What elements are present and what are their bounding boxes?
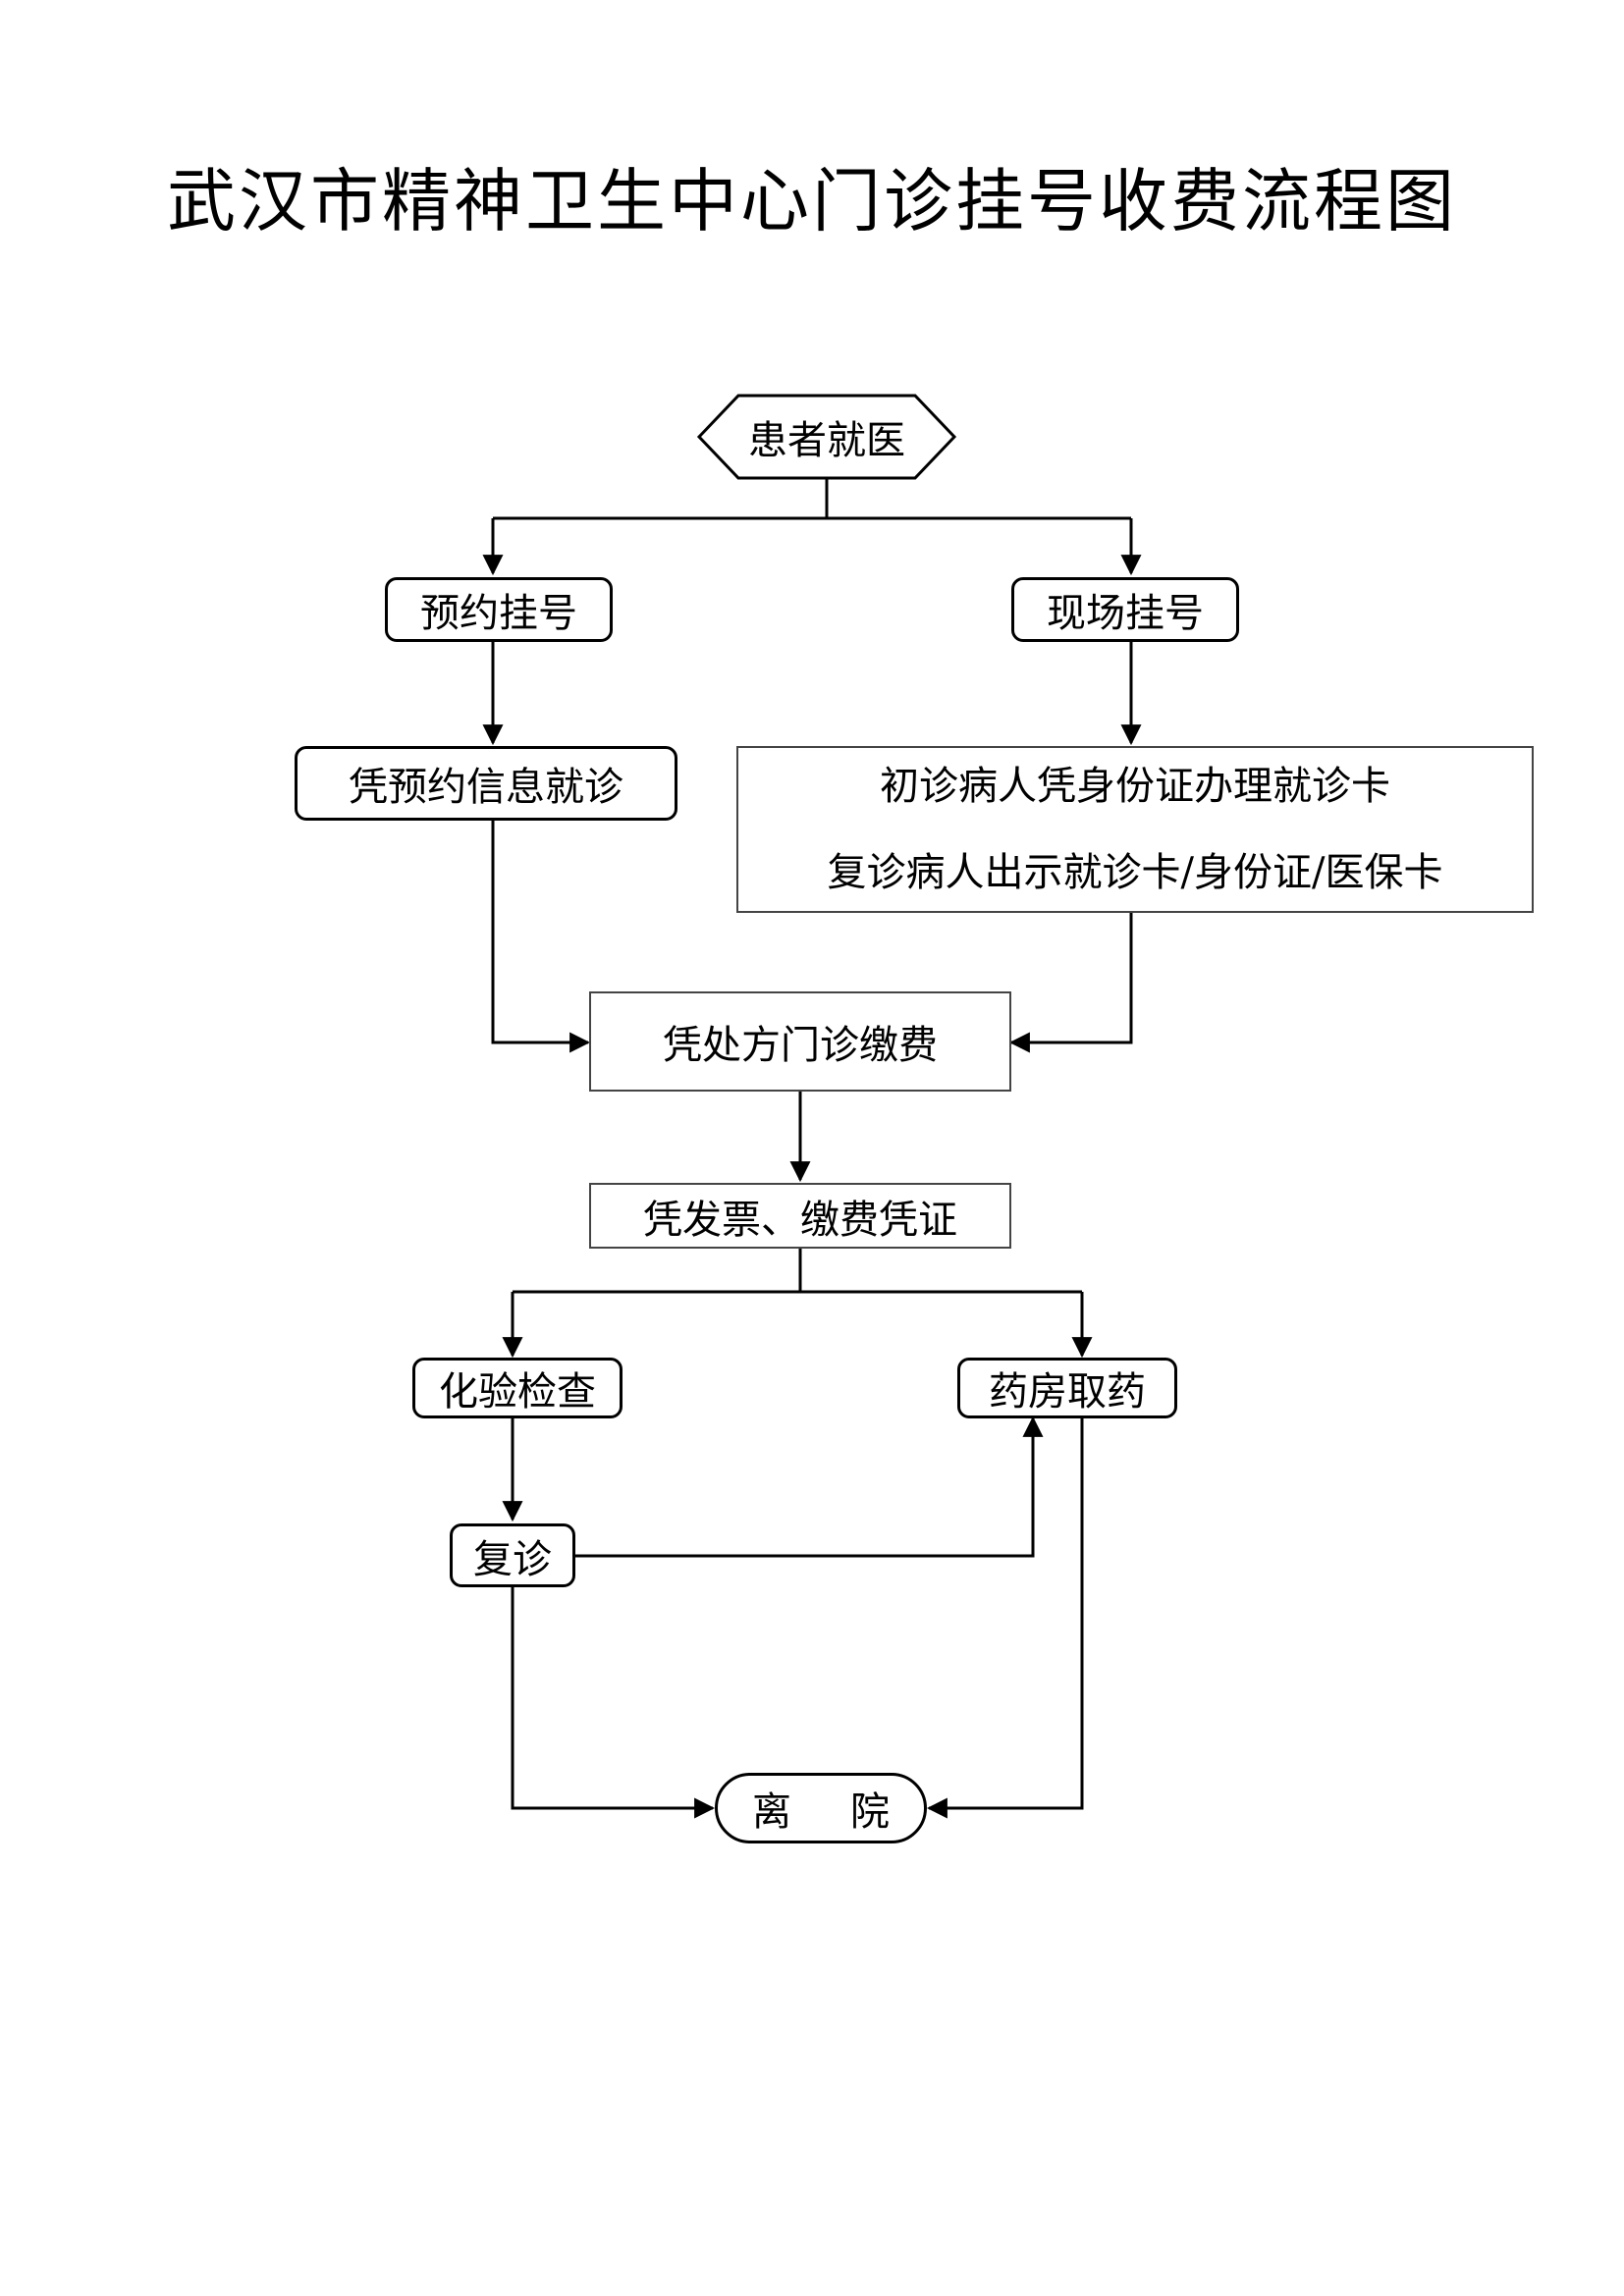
- node-lab: 化验检查: [412, 1358, 623, 1418]
- arrow-revisit-to-pharmacy: [575, 1415, 1044, 1558]
- node-appointment-info: 凭预约信息就诊: [295, 746, 677, 821]
- node-appointment: 预约挂号: [385, 577, 613, 642]
- arrow-appointment-to-payment: [491, 821, 591, 1053]
- node-revisit: 复诊: [450, 1523, 575, 1587]
- page-title: 武汉市精神卫生中心门诊挂号收费流程图: [167, 161, 1457, 241]
- node-payment: 凭处方门诊缴费: [589, 991, 1011, 1092]
- node-receipt: 凭发票、缴费凭证: [589, 1183, 1011, 1249]
- node-leave-label: 离院: [752, 1789, 948, 1835]
- node-pharmacy: 药房取药: [957, 1358, 1177, 1418]
- node-start-label: 患者就医: [748, 418, 905, 463]
- arrow-card-to-payment: [1008, 913, 1133, 1053]
- node-card-box: 初诊病人凭身份证办理就诊卡 复诊病人出示就诊卡/身份证/医保卡: [736, 746, 1534, 913]
- node-onsite: 现场挂号: [1011, 577, 1239, 642]
- card-line-first-visit: 初诊病人凭身份证办理就诊卡: [880, 764, 1390, 809]
- arrow-pharmacy-to-leave: [926, 1418, 1084, 1819]
- card-line-return-visit: 复诊病人出示就诊卡/身份证/医保卡: [827, 850, 1443, 895]
- connector-start-split: [493, 478, 1131, 520]
- node-leave: 离院: [715, 1773, 927, 1843]
- arrow-revisit-to-leave: [511, 1587, 716, 1819]
- start-hexagon: [696, 394, 957, 480]
- connector-receipt-split: [513, 1249, 1082, 1294]
